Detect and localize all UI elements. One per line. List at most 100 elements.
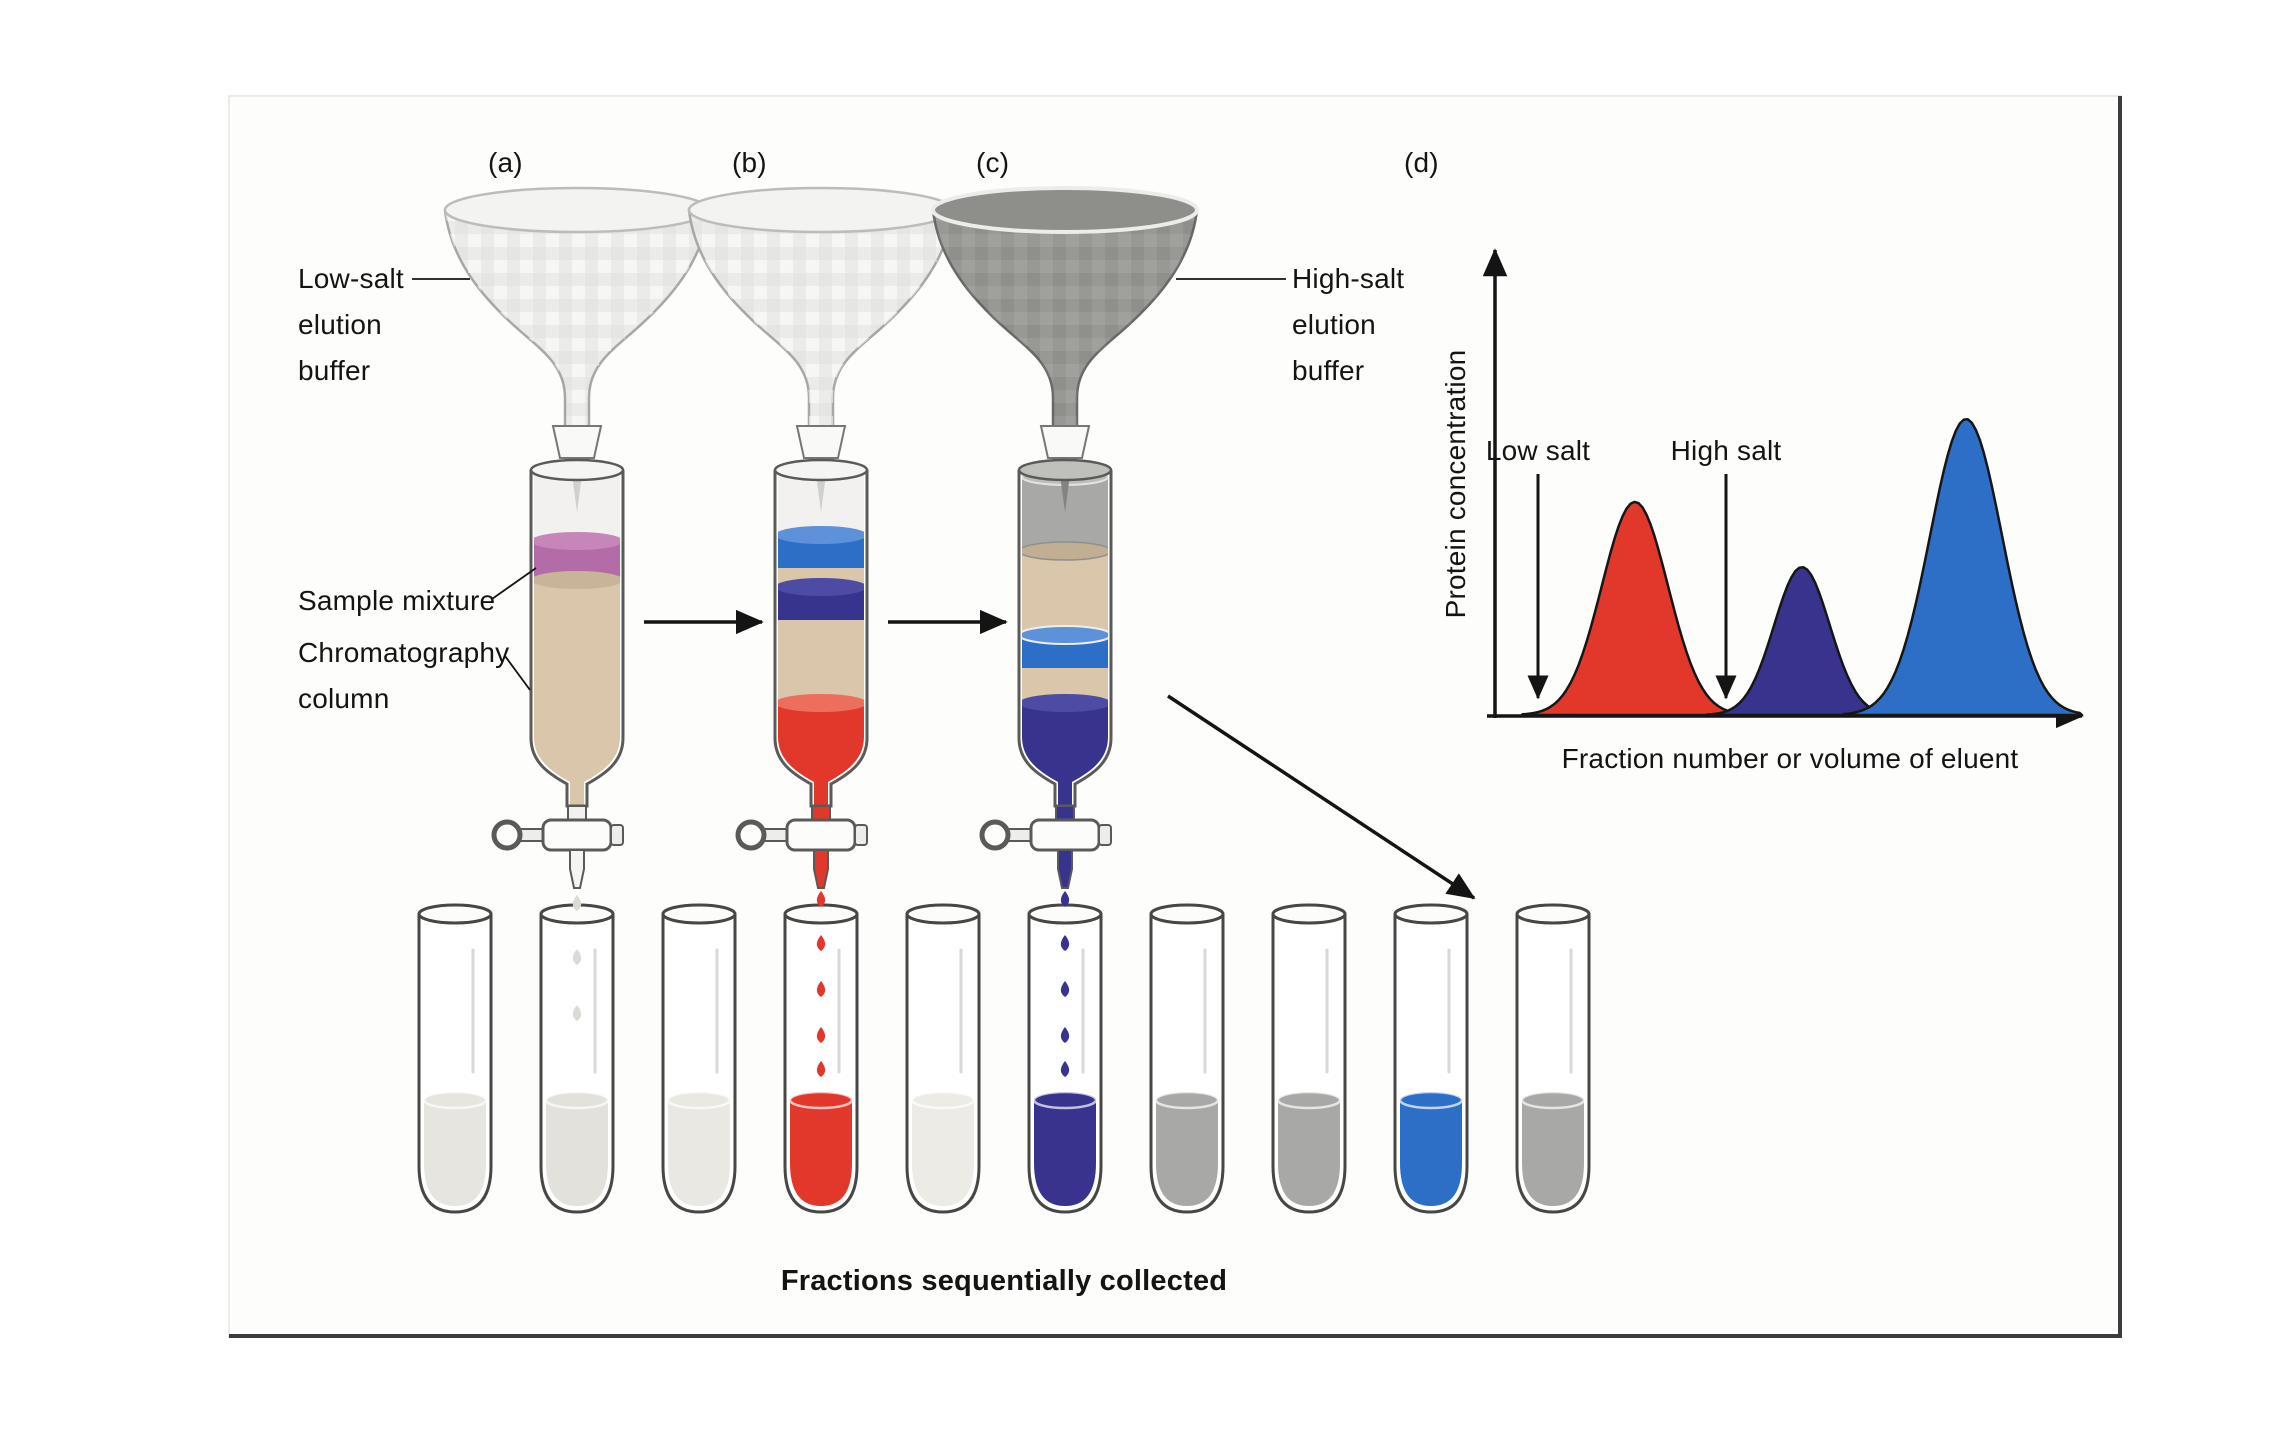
tube-contents	[1400, 1100, 1462, 1206]
test-tube	[1027, 903, 1103, 1214]
funnel-liquid-surface	[687, 186, 955, 234]
label-low-salt-buffer: Low-salt elution buffer	[298, 263, 404, 386]
funnel-liquid-surface	[931, 186, 1199, 234]
test-tube	[1393, 903, 1469, 1214]
column-tip	[569, 849, 585, 889]
stopcock-knob	[854, 824, 868, 846]
test-tube	[1149, 903, 1225, 1214]
tube-opening	[1027, 903, 1103, 925]
funnel-liquid-surface	[443, 186, 711, 234]
column-stem	[1055, 805, 1075, 821]
stopcock	[735, 818, 868, 852]
liquid-drop	[816, 1027, 826, 1043]
funnel-high-salt-c	[931, 186, 1199, 459]
tube-contents	[1522, 1100, 1584, 1206]
column-stem	[567, 805, 587, 821]
chart-annotation-high-salt: High salt	[1670, 435, 1782, 466]
tube-contents	[1156, 1100, 1218, 1206]
stopcock-body	[785, 818, 857, 852]
liquid-drop	[572, 949, 582, 965]
tube-liquid-surface	[544, 1090, 610, 1110]
band-surface	[1022, 694, 1108, 712]
test-tube	[417, 903, 493, 1214]
figure-caption: Fractions sequentially collected	[780, 1265, 1228, 1297]
liquid-drop	[1060, 1027, 1070, 1043]
arrow-to-fractions	[1167, 694, 1476, 900]
chromatography-column-c	[979, 458, 1113, 889]
stopcock	[979, 818, 1112, 852]
column-mouth	[529, 458, 625, 482]
test-tube	[905, 903, 981, 1214]
tube-opening	[783, 903, 859, 925]
sample-band-surface	[534, 532, 620, 550]
peak-blue-eluted-at-high-salt	[1842, 418, 2084, 717]
fraction-tubes	[417, 903, 1591, 1214]
column-mouth	[773, 458, 869, 482]
band-surface	[1022, 625, 1108, 645]
liquid-drop	[1060, 891, 1070, 907]
label-high-salt-buffer: High-salt elution buffer	[1292, 263, 1405, 386]
tube-liquid-surface	[422, 1090, 488, 1110]
tube-liquid-surface	[788, 1090, 854, 1110]
chromatography-column-a	[491, 458, 625, 889]
panel-label-d: (d)	[1404, 147, 1439, 178]
stopcock-arm	[762, 828, 790, 842]
test-tube	[783, 903, 859, 1214]
funnel-low-salt-b	[687, 186, 955, 459]
column-resin	[1022, 550, 1108, 636]
chart-x-axis-label: Fraction number or volume of eluent	[1561, 743, 2019, 774]
panel-label-a: (a)	[488, 147, 523, 178]
tube-opening	[1393, 903, 1469, 925]
band-surface	[778, 694, 864, 712]
liquid-drop	[572, 1005, 582, 1021]
stopcock-knob	[610, 824, 624, 846]
label-sample-mixture: Sample mixture	[298, 585, 496, 616]
band-surface	[778, 578, 864, 596]
chart-peaks	[1521, 418, 2084, 717]
leader-chromatography-column	[504, 655, 531, 691]
stopcock-handle	[735, 819, 767, 851]
funnel-texture	[933, 210, 1197, 430]
stopcock-body	[541, 818, 613, 852]
tube-liquid-surface	[910, 1090, 976, 1110]
stopcock-knob	[1098, 824, 1112, 846]
tube-opening	[1149, 903, 1225, 925]
liquid-drop	[816, 981, 826, 997]
tube-opening	[1271, 903, 1347, 925]
stopcock-arm	[1006, 828, 1034, 842]
funnel-stopper	[551, 425, 603, 459]
tube-contents	[1278, 1100, 1340, 1206]
chart-annotation-arrows	[1527, 474, 1737, 700]
column-resin	[778, 620, 864, 704]
resin-surface	[534, 571, 620, 589]
liquid-drop	[816, 1061, 826, 1077]
stopcock-handle	[979, 819, 1011, 851]
tube-liquid-surface	[1032, 1090, 1098, 1110]
label-chromatography-column: Chromatography column	[298, 637, 510, 714]
tube-contents	[790, 1100, 852, 1206]
funnel-texture	[689, 210, 953, 430]
column-tip	[813, 849, 829, 889]
tube-liquid-surface	[666, 1090, 732, 1110]
liquid-drop	[572, 895, 582, 911]
tube-opening	[417, 903, 493, 925]
funnel-stopper	[795, 425, 847, 459]
funnel-texture	[445, 210, 709, 430]
panel-label-c: (c)	[976, 147, 1010, 178]
tube-contents	[1034, 1100, 1096, 1206]
funnel-stopper	[1039, 425, 1091, 459]
leader-lines	[412, 278, 1286, 691]
test-tube	[661, 903, 737, 1214]
column-stem	[811, 805, 831, 821]
test-tube	[1271, 903, 1347, 1214]
tube-contents	[424, 1100, 486, 1206]
column-tip	[1057, 849, 1073, 889]
stopcock-handle	[491, 819, 523, 851]
test-tube	[1515, 903, 1591, 1214]
chart-y-axis-label: Protein concentration	[1440, 349, 1471, 619]
process-arrows	[644, 609, 1476, 900]
stopcock-body	[1029, 818, 1101, 852]
tube-liquid-surface	[1154, 1090, 1220, 1110]
